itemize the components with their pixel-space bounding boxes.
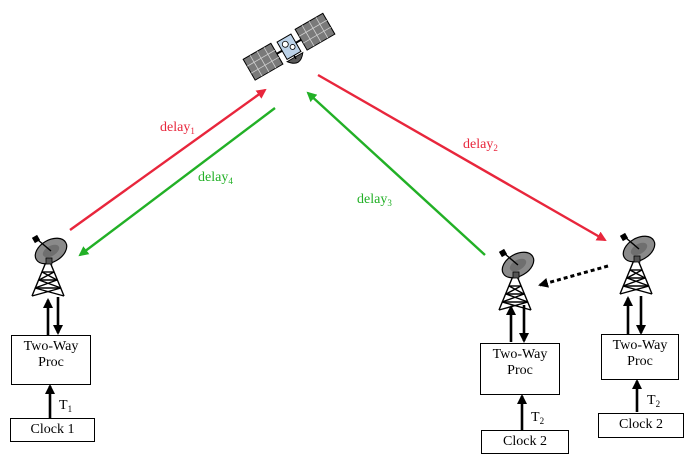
two-way-proc-box: Two-Way Proc <box>480 343 560 395</box>
satellite-icon <box>242 12 336 81</box>
delay-2-label: delay2 <box>463 137 498 153</box>
time-label: T2 <box>647 393 661 409</box>
arrow-delay-3 <box>306 91 486 256</box>
dish-antenna-icon <box>618 232 660 295</box>
arrow-delay-2 <box>317 73 607 242</box>
arrow-delay-1 <box>69 88 267 231</box>
delay-1-label: delay1 <box>160 120 195 136</box>
arrow-delay-4 <box>78 107 276 257</box>
arrow-dish-relay <box>538 264 609 288</box>
delay-4-label: delay4 <box>198 170 233 186</box>
time-label: T1 <box>59 398 73 414</box>
time-label: T2 <box>531 410 545 426</box>
dish-antenna-icon <box>30 234 72 297</box>
clock-box: Clock 1 <box>10 418 95 442</box>
clock-box: Clock 2 <box>481 430 569 454</box>
two-way-proc-box: Two-Way Proc <box>601 334 679 380</box>
delay-3-label: delay3 <box>357 192 392 208</box>
clock-box: Clock 2 <box>598 413 684 438</box>
two-way-proc-box: Two-Way Proc <box>11 335 91 385</box>
dish-antenna-icon <box>497 248 539 311</box>
